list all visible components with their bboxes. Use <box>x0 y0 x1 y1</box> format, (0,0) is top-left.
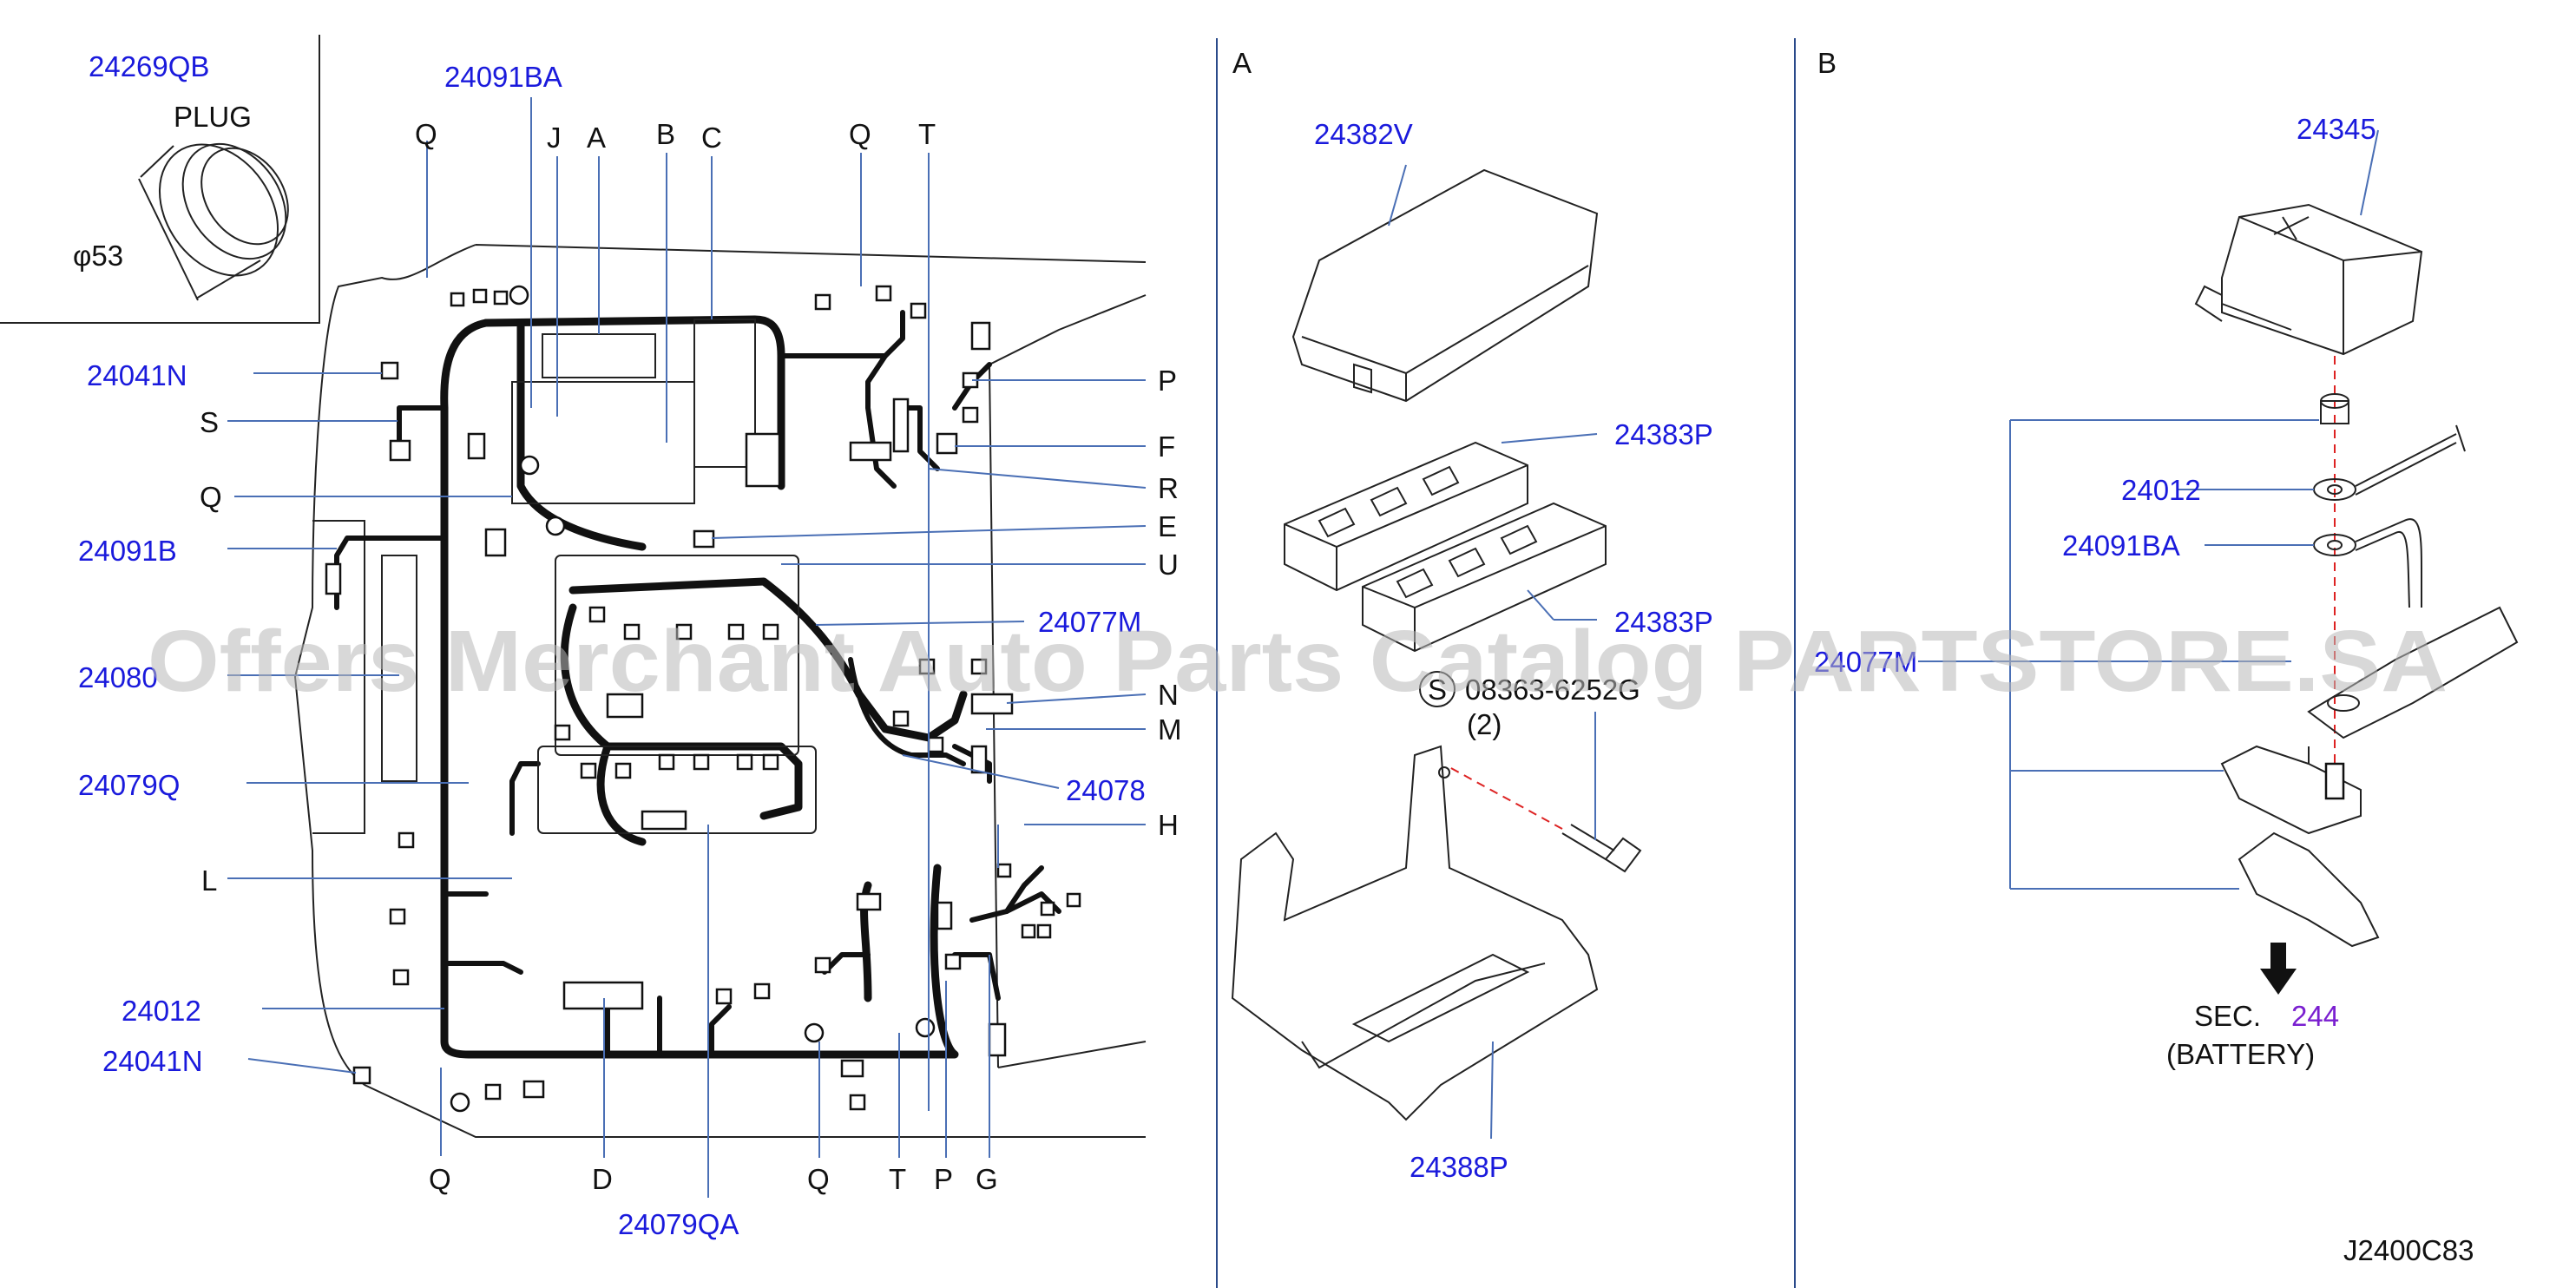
ref-letter-right-p: P <box>1158 365 1177 397</box>
ref-letter-top-a: A <box>587 122 606 154</box>
fuse-box-cover-illustration <box>1291 164 1599 403</box>
plug-icon <box>138 142 289 301</box>
part-24078[interactable]: 24078 <box>1066 774 1146 806</box>
ref-letter-top-c: C <box>701 122 722 154</box>
sec-label: SEC. <box>2194 1000 2261 1032</box>
part-24269QB[interactable]: 24269QB <box>89 50 209 82</box>
ref-letter-bottom-d: D <box>592 1163 613 1195</box>
ref-letter-bottom-g: G <box>976 1163 998 1195</box>
fuse-box-bracket-illustration <box>1231 745 1599 1140</box>
ref-letter-right-e: E <box>1158 510 1177 542</box>
battery-bracket-lines <box>1918 419 2319 890</box>
diagram-code: J2400C83 <box>2343 1234 2474 1266</box>
ref-letter-left-l: L <box>201 864 217 897</box>
part-24012[interactable]: 24012 <box>122 995 201 1027</box>
ref-letter-bottom-q: Q <box>429 1163 451 1195</box>
sec-name: (BATTERY) <box>2166 1038 2315 1070</box>
watermark-text: Offers Merchant Auto Parts Catalog PARTS… <box>148 613 2448 710</box>
part-24383P-top[interactable]: 24383P <box>1614 418 1713 450</box>
part-24091BA[interactable]: 24091BA <box>444 61 562 93</box>
bolt-illustration <box>1449 712 1642 873</box>
section-label-a: A <box>1232 47 1252 79</box>
ref-letter-left-s: S <box>200 406 219 438</box>
part-24079Q[interactable]: 24079Q <box>78 769 180 801</box>
part-24345[interactable]: 24345 <box>2297 113 2376 145</box>
ref-letter-right-u: U <box>1158 549 1179 581</box>
ref-letter-right-r: R <box>1158 472 1179 504</box>
ref-letter-top-q2: Q <box>849 118 871 150</box>
ref-letter-bottom-p: P <box>934 1163 953 1195</box>
part-24388P[interactable]: 24388P <box>1410 1151 1508 1183</box>
plug-inset: 24269QB PLUG φ53 <box>0 35 320 324</box>
part-24041N-top[interactable]: 24041N <box>87 359 187 391</box>
fuse-holder-upper-illustration <box>1284 441 1528 592</box>
part-24041N-bottom[interactable]: 24041N <box>102 1045 203 1077</box>
part-24079QA[interactable]: 24079QA <box>618 1208 739 1240</box>
part-24012-b[interactable]: 24012 <box>2121 474 2201 506</box>
ref-letter-top-t: T <box>918 118 936 150</box>
ref-letter-right-n: N <box>1158 679 1179 711</box>
battery-section-ref: SEC. 244 (BATTERY) <box>2166 1000 2339 1070</box>
ref-letter-right-m: M <box>1158 713 1182 746</box>
fuse-holder-lower-illustration <box>1362 502 1607 653</box>
ref-letter-bottom-t: T <box>889 1163 906 1195</box>
part-24091B[interactable]: 24091B <box>78 535 177 567</box>
part-24077M[interactable]: 24077M <box>1038 606 1141 638</box>
terminal-cover-illustration <box>2194 129 2423 356</box>
bolt-qty: (2) <box>1467 708 1502 740</box>
plug-dimension: φ53 <box>73 240 123 272</box>
section-label-b: B <box>1817 47 1837 79</box>
bolt-code[interactable]: 08363-6252G <box>1465 674 1640 706</box>
ref-letter-top-q: Q <box>415 118 437 150</box>
part-24077M-b[interactable]: 24077M <box>1814 646 1917 678</box>
bolt-code-group: S 08363-6252G (2) <box>1419 671 1640 740</box>
ref-letter-top-b: B <box>656 118 675 150</box>
down-arrow-icon <box>2260 943 2297 995</box>
leader-lines-left <box>227 97 1147 1198</box>
part-24383P-bottom[interactable]: 24383P <box>1614 606 1713 638</box>
part-24382V[interactable]: 24382V <box>1314 118 1413 150</box>
ref-letter-top-j: J <box>547 122 562 154</box>
ref-letter-left-q: Q <box>200 481 222 513</box>
ref-letter-right-f: F <box>1158 430 1175 463</box>
plug-label: PLUG <box>174 101 252 133</box>
part-24091BA-b[interactable]: 24091BA <box>2062 529 2180 562</box>
ref-letter-bottom-q2: Q <box>807 1163 830 1195</box>
sec-number-link[interactable]: 244 <box>2291 1000 2339 1032</box>
battery-terminal-stack-illustration <box>2220 356 2519 948</box>
part-24080[interactable]: 24080 <box>78 661 158 693</box>
ref-letter-right-h: H <box>1158 809 1179 841</box>
bolt-marker: S <box>1428 674 1447 706</box>
